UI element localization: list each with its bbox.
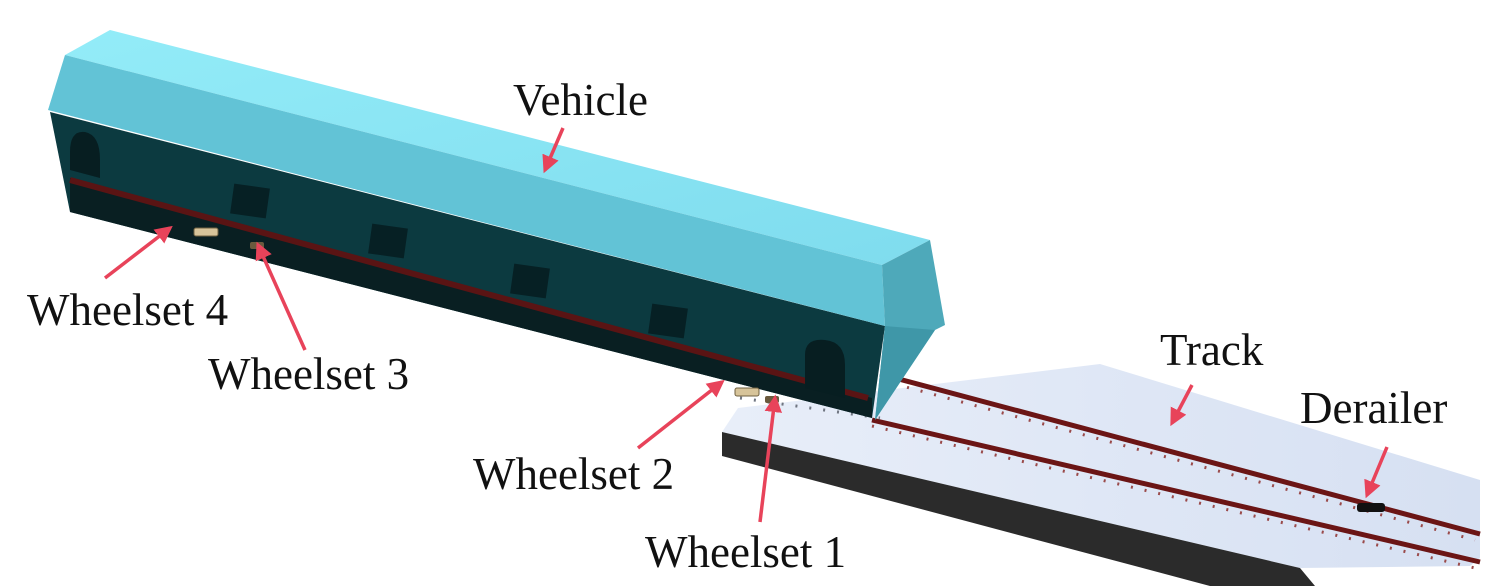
vehicle-front-end-lower [875, 326, 935, 420]
track-fasteners-far [879, 378, 1476, 542]
vehicle-end-door-left [70, 131, 100, 178]
vehicle-roof-top [65, 30, 930, 265]
track-rail-near [871, 417, 1481, 565]
arrow-wheelset-1 [758, 394, 783, 523]
vehicle-window-1 [230, 183, 270, 219]
wheelset-2-block [734, 387, 760, 397]
track-fasteners-mid [871, 424, 1476, 570]
vehicle [48, 30, 945, 420]
label-track: Track [1160, 325, 1264, 375]
arrow-track [1170, 384, 1194, 427]
track-side-face [722, 432, 1315, 586]
label-vehicle: Vehicle [513, 75, 648, 125]
vehicle-window-2 [368, 223, 408, 259]
label-derailer: Derailer [1300, 383, 1448, 433]
track [722, 364, 1481, 586]
vehicle-window-4 [648, 303, 688, 339]
label-wheelset-2: Wheelset 2 [473, 449, 675, 499]
track-fasteners-edge [739, 396, 881, 420]
vehicle-red-stripe [69, 177, 869, 401]
derailer-block [1357, 503, 1385, 512]
wheelset-4-block [193, 227, 219, 237]
arrow-vehicle [542, 127, 565, 174]
vehicle-end-door-right [805, 339, 845, 398]
vehicle-underframe [70, 178, 872, 418]
label-wheelset-4: Wheelset 4 [27, 285, 229, 335]
arrow-wheelset-2 [636, 379, 725, 450]
arrow-wheelset-4 [103, 225, 173, 280]
wheelset-1-block [765, 396, 779, 403]
label-wheelset-3: Wheelset 3 [208, 349, 410, 399]
vehicle-roof-slope [48, 55, 885, 326]
arrow-wheelset-3 [255, 241, 307, 351]
annotation-arrows [103, 127, 1389, 523]
label-wheelset-1: Wheelset 1 [645, 527, 847, 577]
vehicle-window-3 [510, 263, 550, 299]
arrow-derailer [1364, 446, 1389, 499]
